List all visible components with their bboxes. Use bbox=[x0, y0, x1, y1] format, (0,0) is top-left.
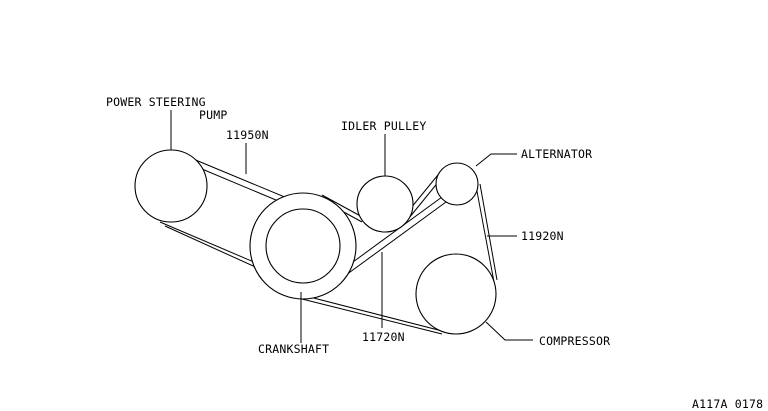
leader-lines bbox=[170, 110, 533, 343]
leader-compressor bbox=[485, 321, 533, 341]
idler-pulley bbox=[356, 175, 414, 233]
label-pump: PUMP bbox=[199, 108, 228, 122]
belt-11920n-right-strand-b bbox=[479, 183, 498, 281]
belt-11720n-crank-alt-lower-a bbox=[345, 201, 447, 276]
label-alternator: ALTERNATOR bbox=[521, 147, 592, 161]
label-11920n: 11920N bbox=[521, 229, 564, 243]
leader-alternator bbox=[475, 153, 517, 167]
label-idler-pulley: IDLER PULLEY bbox=[341, 119, 426, 133]
crankshaft-pulley bbox=[249, 192, 357, 300]
label-11720n: 11720N bbox=[362, 330, 405, 344]
power-steering-pump-pulley bbox=[134, 149, 208, 223]
crankshaft-pulley-inner bbox=[265, 208, 341, 284]
label-crankshaft: CRANKSHAFT bbox=[258, 342, 329, 356]
belt-crank-compressor-lower-b bbox=[297, 297, 443, 335]
compressor-pulley bbox=[415, 253, 497, 335]
drawing-code: A117A 0178 bbox=[692, 397, 763, 411]
belt-crank-compressor-lower-a bbox=[297, 293, 447, 333]
label-compressor: COMPRESSOR bbox=[539, 334, 610, 348]
belt-11720n-crank-alt-lower-b bbox=[341, 196, 443, 271]
belt-11920n-right-strand-a bbox=[475, 185, 495, 283]
belt-11920n bbox=[297, 183, 498, 335]
label-power-steering: POWER STEERING bbox=[106, 95, 206, 109]
label-11950n: 11950N bbox=[226, 128, 269, 142]
alternator-pulley bbox=[435, 162, 479, 206]
